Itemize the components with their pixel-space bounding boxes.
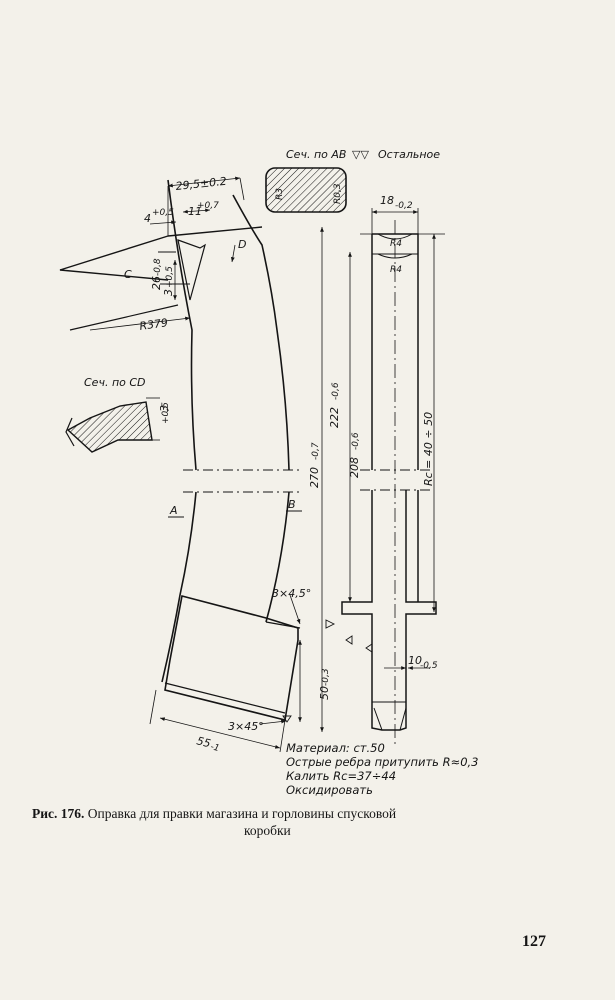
body-inner-arc-lower: [161, 491, 197, 683]
note-hardening: Калить Rс=37÷44: [286, 769, 396, 783]
caption-line-1: Оправка для правки магазина и горловины …: [87, 806, 397, 821]
dim-r379: R379: [139, 316, 169, 333]
section-ab-label: Сеч. по АВ: [286, 148, 346, 161]
dim-26-tol: -0,8: [153, 258, 163, 276]
dim-3-left-tol: +0,5: [165, 266, 175, 288]
dim-10: 10: [408, 654, 422, 667]
dim-chamfer-top: 3×4,5°: [272, 587, 311, 600]
letter-d: D: [238, 238, 246, 251]
dim-50: 50: [318, 686, 331, 700]
finish-remaining-label: Остальное: [378, 148, 440, 161]
page-number: 127: [522, 933, 546, 950]
letter-a: A: [169, 504, 178, 517]
dim-4: 4: [144, 212, 151, 225]
dim-3-cd-tol: +0,5: [161, 402, 171, 424]
section-ab: Сеч. по АВ ▽▽ Остальное R3 R0,3: [265, 148, 440, 213]
mandrel-side-view: [59, 179, 301, 721]
body-inner-arc-upper: [167, 179, 197, 471]
dim-50-tol: -0,3: [321, 668, 331, 686]
dim-r03: R0,3: [333, 183, 343, 204]
caption-line-2: коробки: [244, 823, 291, 838]
figure-label: Рис. 176.: [32, 806, 85, 821]
body-outer-arc-upper: [232, 194, 290, 471]
letter-c: C: [124, 268, 132, 281]
dim-r4-top: R4: [390, 239, 402, 249]
dim-rc: Rс = 40 ÷ 50: [422, 412, 435, 486]
dim-11: 11: [188, 205, 202, 218]
note-edges: Острые ребра притупить R≈0,3: [286, 755, 479, 769]
dim-26: 26: [150, 276, 163, 290]
dim-18: 18: [380, 194, 394, 207]
head-dimensions: [89, 176, 245, 331]
finish-mark-icon: ▽▽: [352, 148, 369, 161]
dim-3-left: 3: [162, 289, 175, 296]
figure-caption: Рис. 176. Оправка для правки магазина и …: [32, 805, 522, 839]
section-cd-label: Сеч. по CD: [84, 376, 146, 389]
note-oxidize: Оксидировать: [286, 783, 373, 797]
body-outer-arc-lower: [265, 491, 290, 623]
section-cd: Сеч. по CD 3 +0,5: [65, 376, 171, 453]
dim-29-5: 29,5±0.2: [175, 175, 227, 193]
letter-b: B: [288, 498, 296, 511]
dim-270: 270: [308, 467, 321, 488]
note-material: Материал: ст.50: [286, 741, 385, 755]
dim-208-tol: -0,6: [351, 432, 361, 450]
dim-10-tol: -0,5: [420, 661, 438, 671]
finish-mark-icons: [282, 619, 373, 723]
dim-222-tol: -0,6: [331, 382, 341, 400]
front-view-dimensions: [149, 208, 445, 753]
dim-270-tol: -0,7: [311, 442, 321, 460]
dim-3-cd: 3: [158, 405, 171, 412]
dim-r4-bottom: R4: [390, 265, 402, 275]
dim-208: 208: [348, 457, 361, 478]
dim-chamfer-bottom: 3×45°: [228, 720, 264, 733]
dim-55: 55: [195, 734, 212, 750]
technical-notes: Материал: ст.50 Острые ребра притупить R…: [286, 741, 479, 797]
dim-55-tol: -1: [209, 742, 220, 754]
dim-4-tol: +0,5: [152, 208, 174, 218]
dim-222: 222: [328, 407, 341, 428]
dim-18-tol: -0,2: [395, 201, 413, 211]
dim-r3: R3: [275, 188, 285, 200]
dim-11-tol: +0,7: [197, 201, 219, 211]
